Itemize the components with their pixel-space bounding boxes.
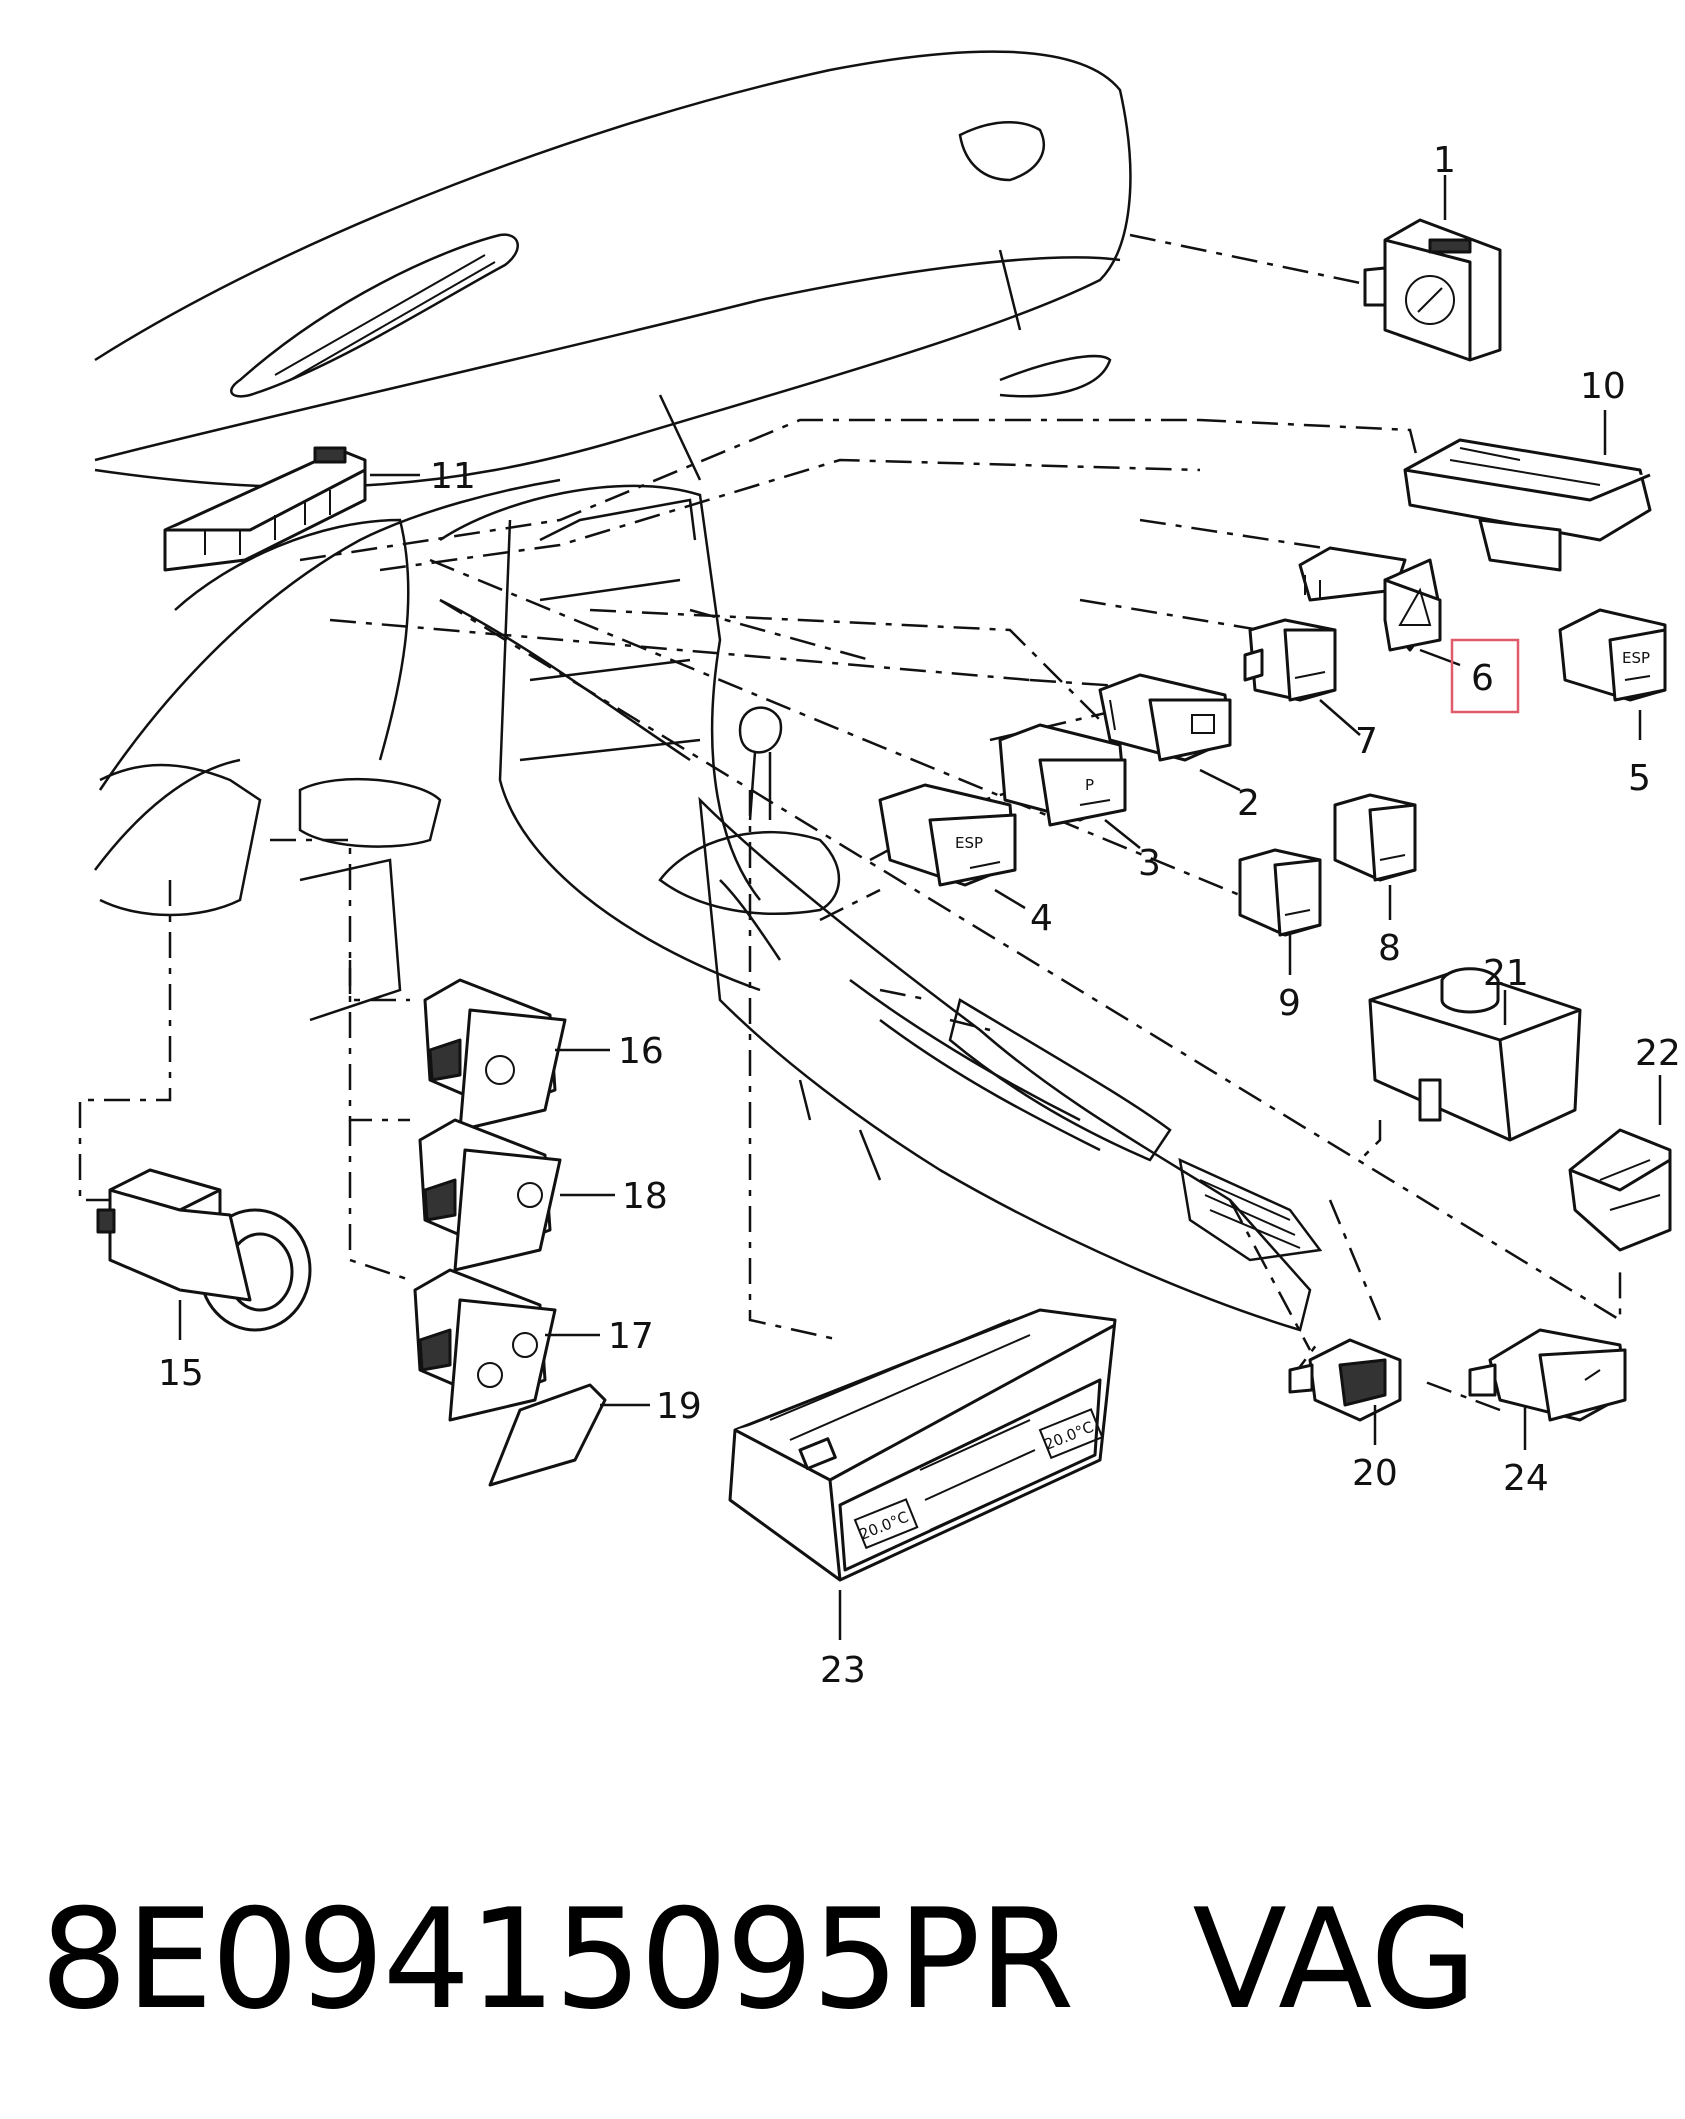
dashboard-outline	[94, 50, 1323, 1332]
part-number-footer: 8E09415095PR VAG	[40, 1865, 1660, 2055]
callout-17: 17	[608, 1316, 654, 1357]
callout-8: 8	[1378, 928, 1401, 969]
part-19-cover	[488, 1383, 607, 1487]
part-8-blank-switch	[1333, 793, 1417, 882]
part-number: 8E09415095PR	[40, 1879, 1074, 2040]
exploded-parts-diagram: ESP P ESP	[78, 50, 1681, 1691]
callout-2: 2	[1237, 783, 1260, 824]
part-22-switch	[1568, 1128, 1672, 1252]
callout-15: 15	[158, 1353, 204, 1394]
callout-10: 10	[1580, 366, 1626, 407]
brand-name: VAG	[1192, 1879, 1478, 2040]
part-2-switch	[1098, 673, 1232, 762]
callout-5: 5	[1628, 758, 1651, 799]
callout-16: 16	[618, 1031, 664, 1072]
callout-4: 4	[1030, 898, 1053, 939]
callout-9: 9	[1278, 983, 1301, 1024]
part-9-blank-switch	[1238, 848, 1322, 937]
callout-18: 18	[622, 1176, 668, 1217]
part-4-esp-glyph: ESP	[955, 834, 983, 852]
part-24-switch	[1468, 1328, 1627, 1422]
part-10-switch-module	[1403, 438, 1652, 572]
part-5-esp-switch: ESP	[1558, 608, 1667, 702]
callout-leaders	[178, 175, 1662, 1640]
part-4-esp-switch: ESP	[878, 783, 1017, 887]
callout-1: 1	[1433, 140, 1456, 181]
callout-7: 7	[1355, 721, 1378, 762]
callout-labels: 1 2 3 4 5 6 7 8 9 10 11 15 16 17 18 19 2…	[158, 140, 1681, 1691]
callout-21: 21	[1483, 953, 1529, 994]
callout-23: 23	[820, 1650, 866, 1691]
callout-6-highlight-box	[1450, 638, 1520, 714]
part-18-switch	[418, 1118, 562, 1272]
callout-22: 22	[1635, 1033, 1681, 1074]
part-11-vent-housing	[163, 446, 367, 572]
part-20-switch	[1288, 1338, 1402, 1422]
part-5-esp-glyph: ESP	[1622, 649, 1650, 667]
callout-6: 6	[1471, 658, 1494, 699]
part-6-hazard-switch	[1298, 546, 1442, 652]
part-17-switch	[413, 1268, 557, 1422]
callout-24: 24	[1503, 1458, 1549, 1499]
callout-3: 3	[1138, 843, 1161, 884]
part-3-park-assist-switch: P	[998, 723, 1127, 827]
part-21-mmi-controller	[1368, 967, 1582, 1142]
part-3-park-glyph: P	[1085, 776, 1094, 794]
part-1-light-switch	[1363, 218, 1502, 362]
part-23-climate-control: 20.0°C 20.0°C	[728, 1308, 1117, 1582]
part-7-blank-switch	[1243, 618, 1337, 702]
part-15-ignition-lock	[96, 1168, 312, 1332]
callout-19: 19	[656, 1386, 702, 1427]
callout-11: 11	[430, 456, 476, 497]
part-16-switch	[423, 978, 567, 1132]
callout-20: 20	[1352, 1453, 1398, 1494]
